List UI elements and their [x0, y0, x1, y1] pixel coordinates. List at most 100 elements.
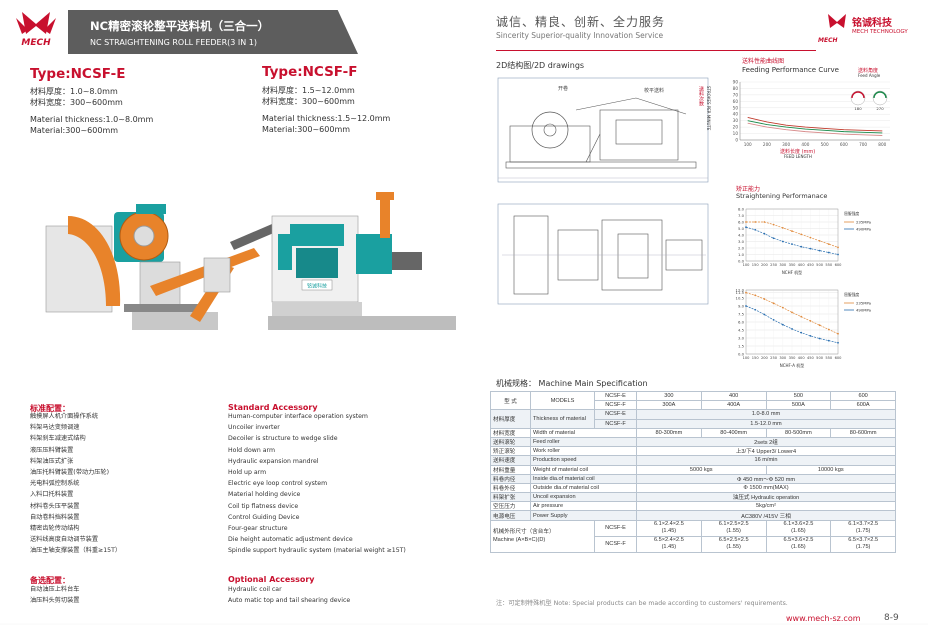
feed-chart-title-en: Feeding Performance Curve [742, 66, 839, 74]
data-point [837, 332, 839, 335]
x-tick-label: 500 [816, 356, 824, 360]
y-tick-label: 4.0 [738, 232, 745, 237]
list-item: 自动卷料挡料装置 [30, 513, 80, 521]
list-item: Hydraulic expansion mandrel [228, 457, 319, 465]
list-item: 材料卷头压平装置 [30, 502, 80, 510]
gauge-value: 180 [854, 106, 862, 111]
data-point [745, 226, 747, 229]
list-item: 油压主轴支撑装置（料重≥15T） [30, 547, 122, 555]
optional-cn-title: 备选配置： [30, 576, 70, 585]
feed-xlabel-en: FEED LENGTH [784, 154, 812, 159]
y-tick-label: 0 [735, 138, 738, 143]
y-tick-label: 6.0 [738, 319, 745, 324]
legend-title: 屈服强度 [844, 211, 859, 216]
y-tick-label: 40 [733, 112, 739, 117]
company-logo-icon [828, 14, 846, 28]
y-tick-label: 3.0 [738, 335, 745, 340]
x-tick-label: 500 [816, 263, 824, 267]
x-tick-label: 600 [835, 356, 843, 360]
x-tick-label: 100 [743, 263, 751, 267]
standard-en-list: Human-computer interface operation syste… [228, 411, 406, 556]
standard-en-title: Standard Accessory [228, 403, 318, 412]
data-point [763, 232, 766, 235]
x-tick-label: 550 [825, 356, 833, 360]
list-item: 油压托料臂装置(带动力压轮) [30, 468, 110, 476]
x-tick-label: 800 [878, 142, 886, 147]
optional-en-title: Optional Accessory [228, 575, 315, 584]
list-item: Decoiler is structure to wedge slide [228, 435, 338, 443]
x-axis-label: NCHF 机型 [782, 269, 802, 275]
x-tick-label: 400 [801, 142, 809, 147]
data-point [763, 298, 766, 300]
straight-title-en: Straightening Performanace [736, 192, 828, 200]
list-item: 液压压料臂装置 [30, 446, 74, 454]
x-tick-label: 200 [761, 263, 769, 267]
data-point [781, 240, 784, 243]
title-band [68, 10, 358, 54]
gauge-value: 270 [876, 106, 884, 111]
data-point [772, 237, 775, 240]
data-point [818, 239, 821, 242]
data-point [809, 320, 812, 322]
page-number: 8-9 [884, 613, 899, 623]
data-point [772, 302, 775, 305]
series-line-0 [747, 117, 883, 132]
feed-ylabel-cn: 送料次数 [698, 86, 704, 106]
2d-drawings: 开卷 校平送料 [497, 77, 709, 305]
x-tick-label: 200 [761, 356, 769, 360]
plot-frame [745, 208, 839, 262]
data-point [791, 328, 793, 330]
y-tick-label: 12.0 [736, 287, 745, 292]
list-item: 料架刹车减速式结构 [30, 435, 86, 443]
x-tick-label: 150 [752, 263, 760, 267]
feed-xlabel-cn: 送料长度 (mm) [780, 149, 816, 155]
list-item: Auto matic top and tail shearing device [228, 597, 351, 605]
y-tick-label: 60 [733, 99, 739, 104]
data-point [827, 251, 830, 254]
feed-angle-gauge [850, 90, 866, 106]
straight-title-cn: 矫正能力 [736, 186, 761, 193]
list-item: 光电料弧控制系统 [30, 480, 80, 488]
data-point [745, 221, 747, 223]
standard-cn-title: 标准配置： [30, 404, 70, 413]
gauge-arc [851, 91, 865, 99]
list-item: 料架马达变频调速 [30, 424, 80, 432]
y-tick-label: 2.0 [738, 245, 745, 250]
data-point [800, 245, 803, 248]
website-link[interactable]: www.mech-sz.com [786, 614, 861, 623]
data-point [827, 328, 830, 331]
type-e-title: Type:NCSF-E [30, 66, 126, 82]
y-tick-label: 20 [733, 125, 739, 130]
series-line-0 [745, 292, 839, 335]
y-tick-label: 50 [733, 105, 739, 110]
data-point [791, 243, 793, 245]
data-point [818, 249, 821, 252]
data-point [791, 230, 793, 232]
series-line-1 [747, 120, 883, 134]
x-tick-label: 350 [789, 356, 797, 360]
logo-text: MECH [21, 38, 51, 48]
data-point [809, 236, 812, 239]
drawings-label: 2D结构图/2D drawings [496, 61, 585, 70]
data-point [763, 313, 766, 316]
machine-label: 铭诚科技 [307, 283, 327, 290]
y-tick-label: 10.5 [736, 295, 745, 300]
x-tick-label: 250 [770, 263, 778, 267]
data-point [818, 324, 821, 327]
list-item: Spindle support hydraulic system (materi… [228, 547, 406, 555]
header-rule [496, 50, 816, 51]
y-tick-label: 5.0 [738, 226, 745, 231]
y-tick-label: 1.0 [738, 252, 745, 257]
data-point [754, 308, 757, 311]
data-point [763, 221, 766, 223]
data-point [745, 291, 747, 294]
data-point [772, 318, 775, 321]
x-tick-label: 250 [770, 356, 778, 360]
drawing-note-a: 开卷 [558, 85, 568, 92]
x-tick-label: 550 [825, 263, 833, 267]
y-tick-label: 90 [733, 80, 739, 85]
